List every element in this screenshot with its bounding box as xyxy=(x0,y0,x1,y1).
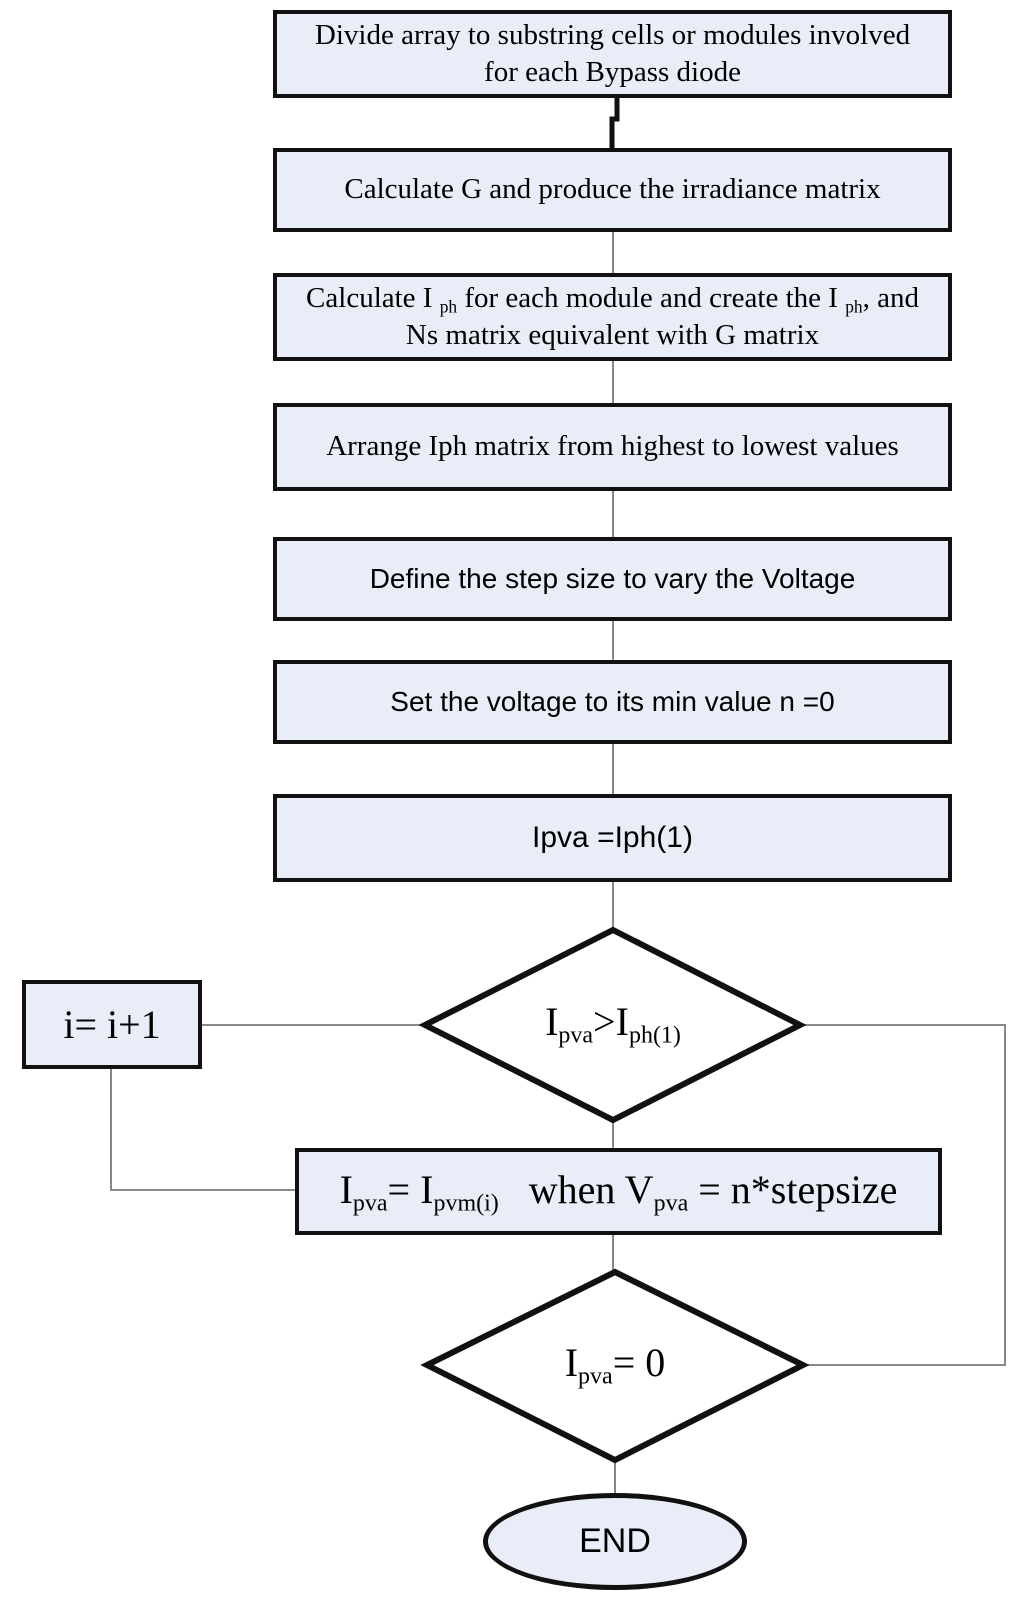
step-increment-i: i= i+1 xyxy=(22,980,202,1069)
connector-decision1-to-decision2-right xyxy=(800,1024,1006,1366)
step-ipva-update: Ipva= Ipvm(i) when Vpva = n*stepsize xyxy=(295,1148,942,1235)
connector-divide-to-calcg xyxy=(609,98,620,148)
connector-increment-to-update xyxy=(110,1069,295,1191)
step-define-step-size: Define the step size to vary the Voltage xyxy=(273,537,952,621)
decision-ipva-zero-diamond xyxy=(420,1268,810,1464)
step-divide-array: Divide array to substring cells or modul… xyxy=(273,10,952,98)
step-arrange-iph: Arrange Iph matrix from highest to lowes… xyxy=(273,403,952,491)
decision-ipva-gt-label: Ipva>Iph(1) xyxy=(545,999,681,1049)
decision-ipva-zero-label: Ipva= 0 xyxy=(564,1340,666,1390)
terminator-end: END xyxy=(483,1493,747,1590)
step-set-voltage: Set the voltage to its min value n =0 xyxy=(273,660,952,744)
step-calculate-g: Calculate G and produce the irradiance m… xyxy=(273,148,952,232)
step-ipva-init: Ipva =Iph(1) xyxy=(273,794,952,882)
decision-ipva-gt-diamond xyxy=(418,926,807,1124)
step-calculate-iph: Calculate I ph for each module and creat… xyxy=(273,273,952,361)
